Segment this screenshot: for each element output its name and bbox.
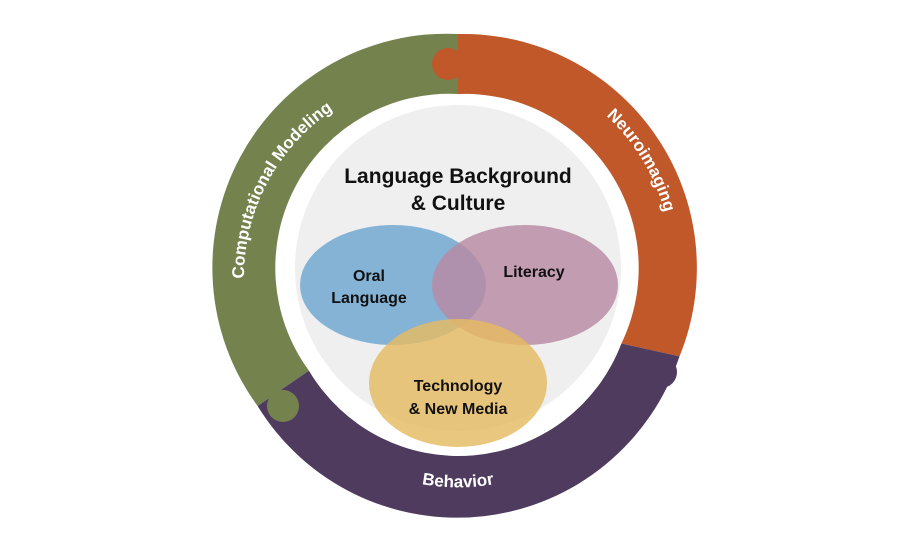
venn-label-literacy: Literacy <box>503 264 564 281</box>
venn-label-oral-line2: Language <box>331 290 407 307</box>
puzzle-knob-right <box>645 356 677 388</box>
venn-label-oral-line1: Oral <box>353 268 385 285</box>
center-title-line2: & Culture <box>411 192 506 215</box>
venn-label-technology-line1: Technology <box>414 378 503 395</box>
puzzle-knob-top <box>432 48 464 80</box>
puzzle-knob-left <box>267 390 299 422</box>
venn-oral-language <box>300 225 486 345</box>
venn-technology <box>369 319 547 447</box>
ring-segment-computational-modeling <box>212 33 458 407</box>
ring-segment-behavior <box>257 343 680 518</box>
ring-segment-neuroimaging <box>458 33 697 357</box>
venn-label-technology-line2: & New Media <box>409 401 508 418</box>
center-title-line1: Language Background <box>344 165 572 188</box>
label-behavior: Behavior <box>421 469 495 491</box>
svg-text:Behavior: Behavior <box>421 469 495 491</box>
venn-literacy <box>432 225 618 345</box>
